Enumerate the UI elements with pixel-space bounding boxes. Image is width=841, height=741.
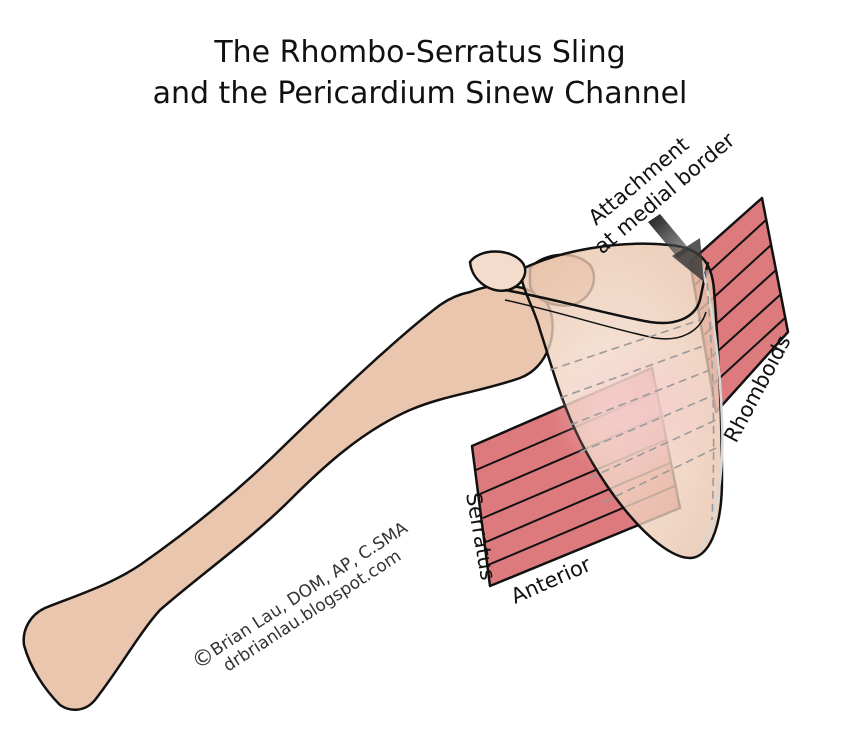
pericardium-channel bbox=[549, 269, 717, 521]
channel-line bbox=[589, 419, 717, 479]
arrow-shaft bbox=[648, 214, 690, 258]
arrow-head bbox=[672, 238, 704, 282]
rhomboid-stripe bbox=[707, 294, 781, 361]
title-line-2: and the Pericardium Sinew Channel bbox=[153, 76, 688, 111]
channel-line bbox=[549, 319, 701, 371]
copyright-line2: drbrianlau.blogspot.com bbox=[220, 546, 405, 676]
diagram-title: The Rhombo-Serratus Sling and the Perica… bbox=[153, 35, 688, 111]
channel-line bbox=[579, 394, 715, 453]
rhomboid-stripe bbox=[711, 317, 786, 386]
scapular-spine bbox=[504, 261, 710, 325]
channel-line bbox=[603, 447, 717, 503]
scapular-spine-lower bbox=[504, 299, 707, 340]
attachment-arrow bbox=[648, 214, 704, 282]
acromion-process bbox=[468, 250, 527, 293]
channel-line-vertical bbox=[705, 269, 715, 521]
attachment-label: Attachment at medial border bbox=[584, 128, 740, 259]
medial-border bbox=[698, 261, 724, 551]
title-line-1: The Rhombo-Serratus Sling bbox=[213, 35, 625, 70]
humerus-shaft bbox=[22, 284, 554, 711]
